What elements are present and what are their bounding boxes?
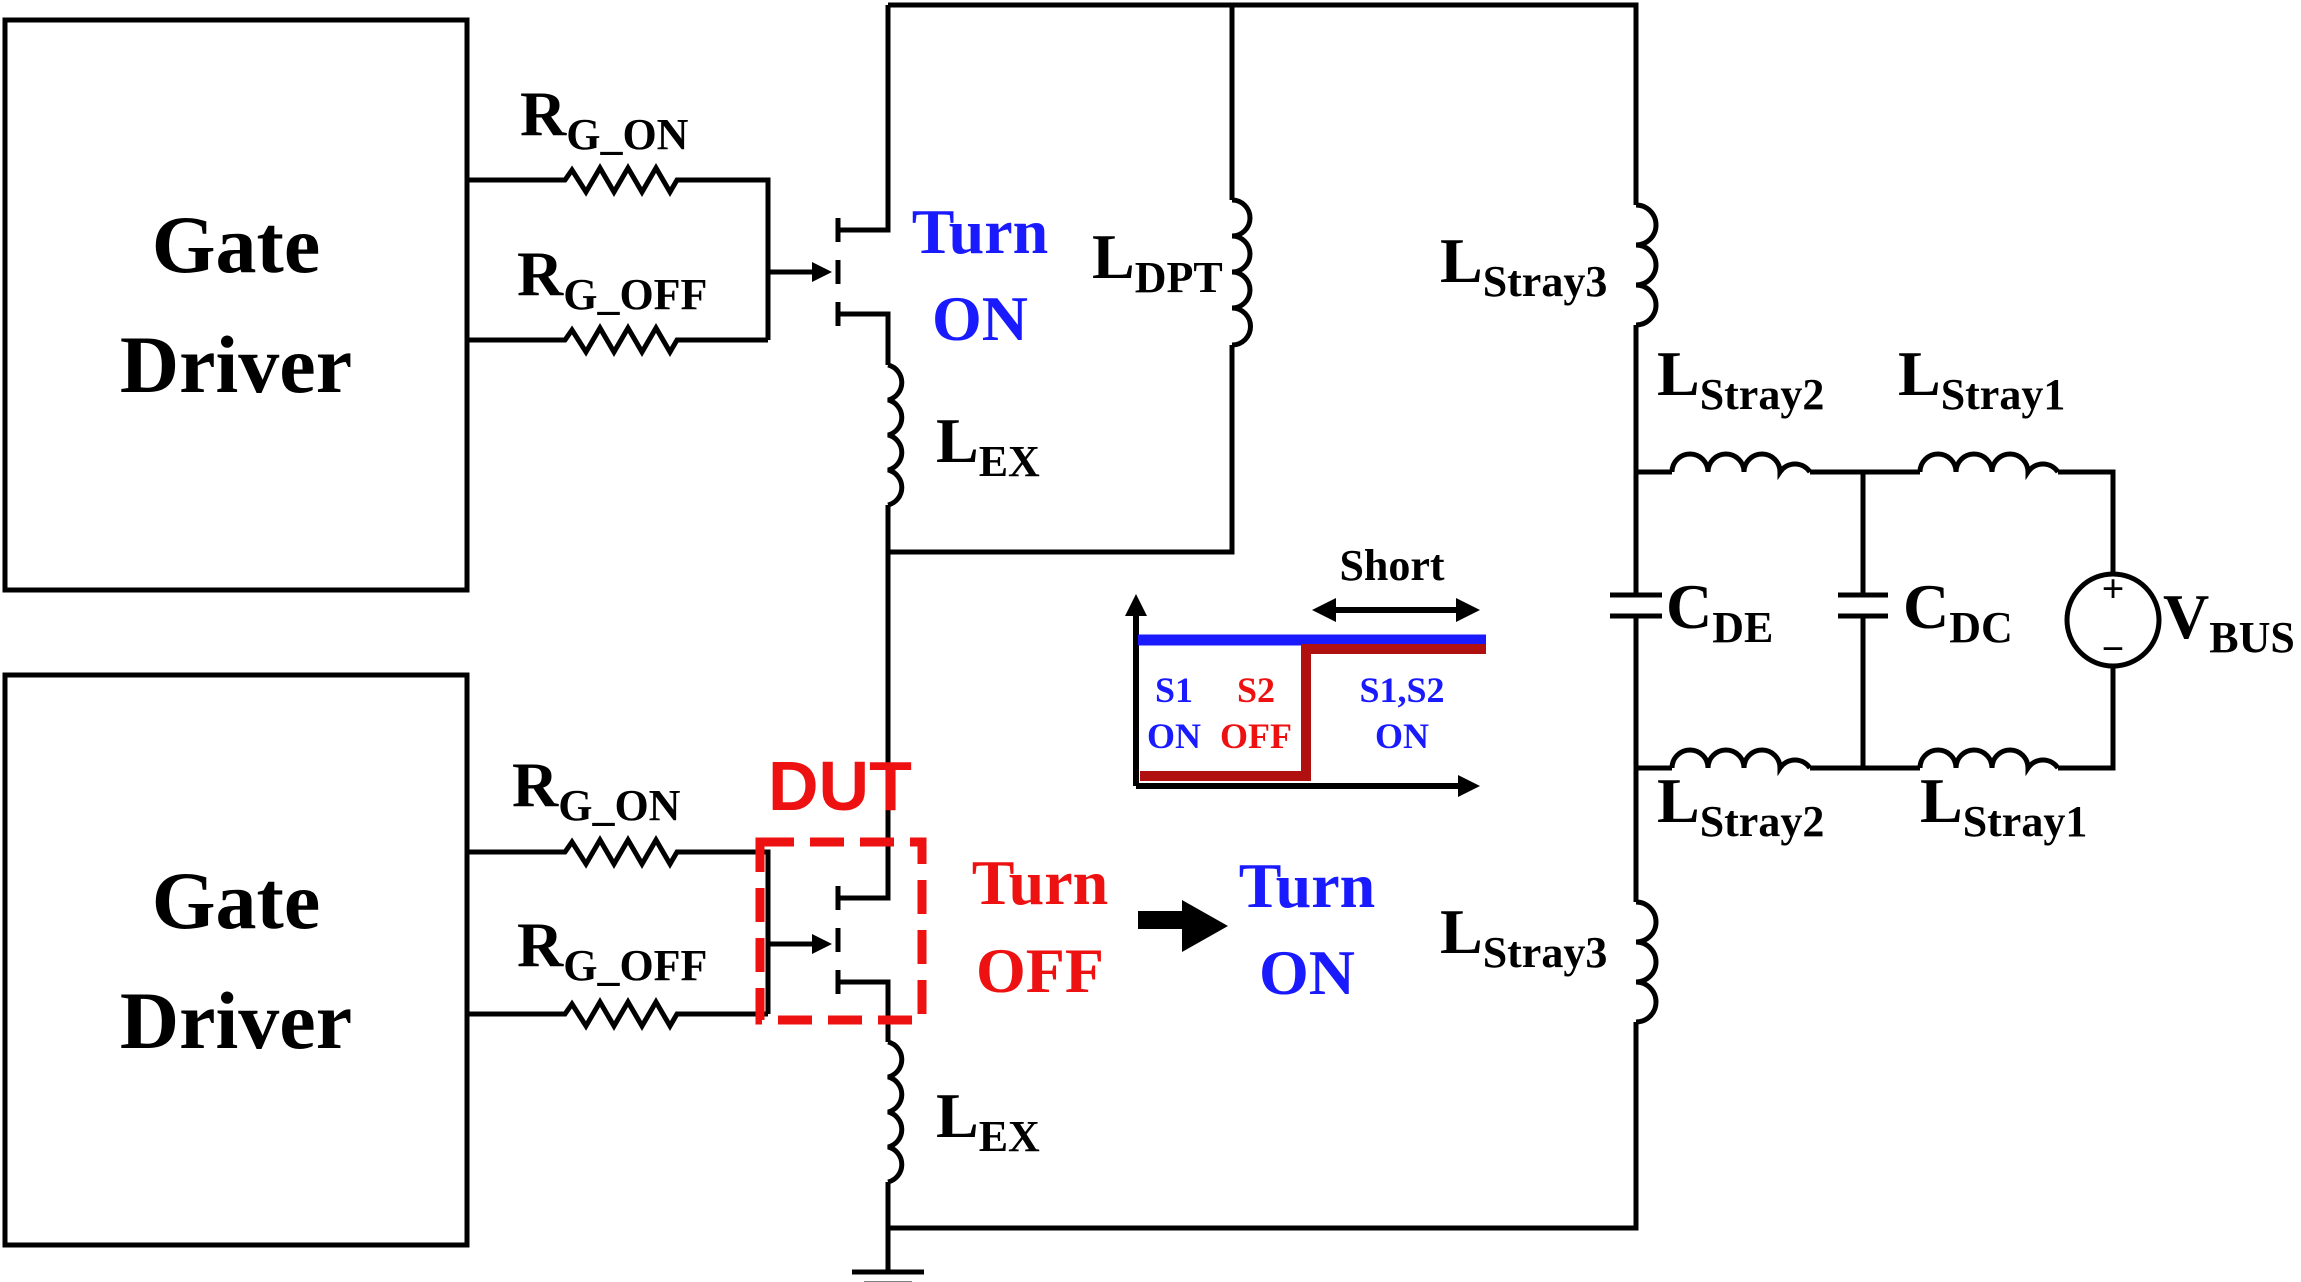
top-turn-on-line1: Turn — [912, 196, 1048, 267]
source-minus: − — [2102, 626, 2125, 671]
resistor-bottom-off-label: RG_OFF — [517, 909, 707, 990]
resistor-top-off-label: RG_OFF — [517, 238, 707, 319]
short-label: Short — [1339, 541, 1444, 590]
phase3-b: ON — [1375, 716, 1429, 756]
voltage-source-icon: + − — [2064, 566, 2162, 671]
ground-icon — [852, 1269, 924, 1282]
dut-highlight-box — [755, 837, 927, 1025]
gate-network-top — [467, 163, 832, 357]
inductor-stray2-top-label: LStray2 — [1657, 338, 1824, 419]
phase1-b: ON — [1147, 716, 1201, 756]
wiring-top — [885, 2, 1639, 836]
gate-network-bottom — [467, 835, 832, 1031]
inductor-stray2-bottom-label: LStray2 — [1657, 765, 1824, 846]
dut-from-line1: Turn — [972, 847, 1108, 918]
gate-driver-bottom-line2: Driver — [120, 975, 352, 1066]
capacitor-dc-label: CDC — [1903, 571, 2013, 652]
resistor-top-on-label: RG_ON — [520, 78, 689, 159]
phase2-b: OFF — [1220, 716, 1292, 756]
source-label: VBUS — [2163, 581, 2295, 662]
wiring-bottom — [885, 1022, 1639, 1272]
inductor-dpt — [1231, 197, 1253, 348]
dut-to-line2: ON — [1259, 937, 1355, 1008]
inductor-ex-top — [887, 362, 905, 508]
gate-driver-top-line1: Gate — [152, 199, 320, 290]
inductor-ex-bottom — [887, 1039, 905, 1185]
phase3-a: S1,S2 — [1359, 670, 1444, 710]
s2-signal — [1140, 644, 1486, 781]
capacitor-dc — [1838, 592, 1888, 619]
inductor-stray1-bottom-label: LStray1 — [1920, 765, 2087, 846]
dut-label: DUT — [768, 747, 912, 825]
inductor-dpt-label: LDPT — [1092, 221, 1223, 302]
mosfet-bottom — [835, 836, 891, 1042]
resistor-bottom-on-label: RG_ON — [512, 749, 681, 830]
inductor-stray1-top — [1917, 451, 2061, 481]
phase2-a: S2 — [1237, 670, 1275, 710]
inductor-stray3-top-label: LStray3 — [1440, 225, 1607, 306]
inductor-stray1-top-label: LStray1 — [1898, 338, 2065, 419]
top-turn-on-line2: ON — [932, 283, 1028, 354]
gate-driver-top: Gate Driver — [2, 17, 470, 593]
inductor-stray3-bottom-label: LStray3 — [1440, 896, 1607, 977]
capacitor-de — [1610, 592, 1662, 619]
dut-to-line1: Turn — [1239, 850, 1375, 921]
timing-inset: Short S1 ON S2 OFF S1,S2 ON — [1125, 541, 1486, 797]
dut-from-line2: OFF — [976, 935, 1104, 1006]
inductor-stray3-top — [1635, 202, 1659, 328]
inductor-ex-top-label: LEX — [936, 405, 1040, 486]
phase1-a: S1 — [1155, 670, 1193, 710]
inductor-stray2-top — [1669, 451, 1813, 481]
source-plus: + — [2102, 566, 2125, 611]
inductor-stray2-bottom — [1669, 747, 1813, 777]
inductor-ex-bottom-label: LEX — [936, 1080, 1040, 1161]
gate-driver-bottom: Gate Driver — [2, 672, 470, 1248]
inductor-stray1-bottom — [1917, 747, 2061, 777]
transition-arrow-icon — [1138, 900, 1228, 952]
mosfet-top — [835, 5, 891, 365]
gate-driver-bottom-line1: Gate — [152, 855, 320, 946]
capacitor-de-label: CDE — [1666, 571, 1773, 652]
gate-driver-top-line2: Driver — [120, 319, 352, 410]
inductor-stray3-bottom — [1635, 899, 1659, 1025]
